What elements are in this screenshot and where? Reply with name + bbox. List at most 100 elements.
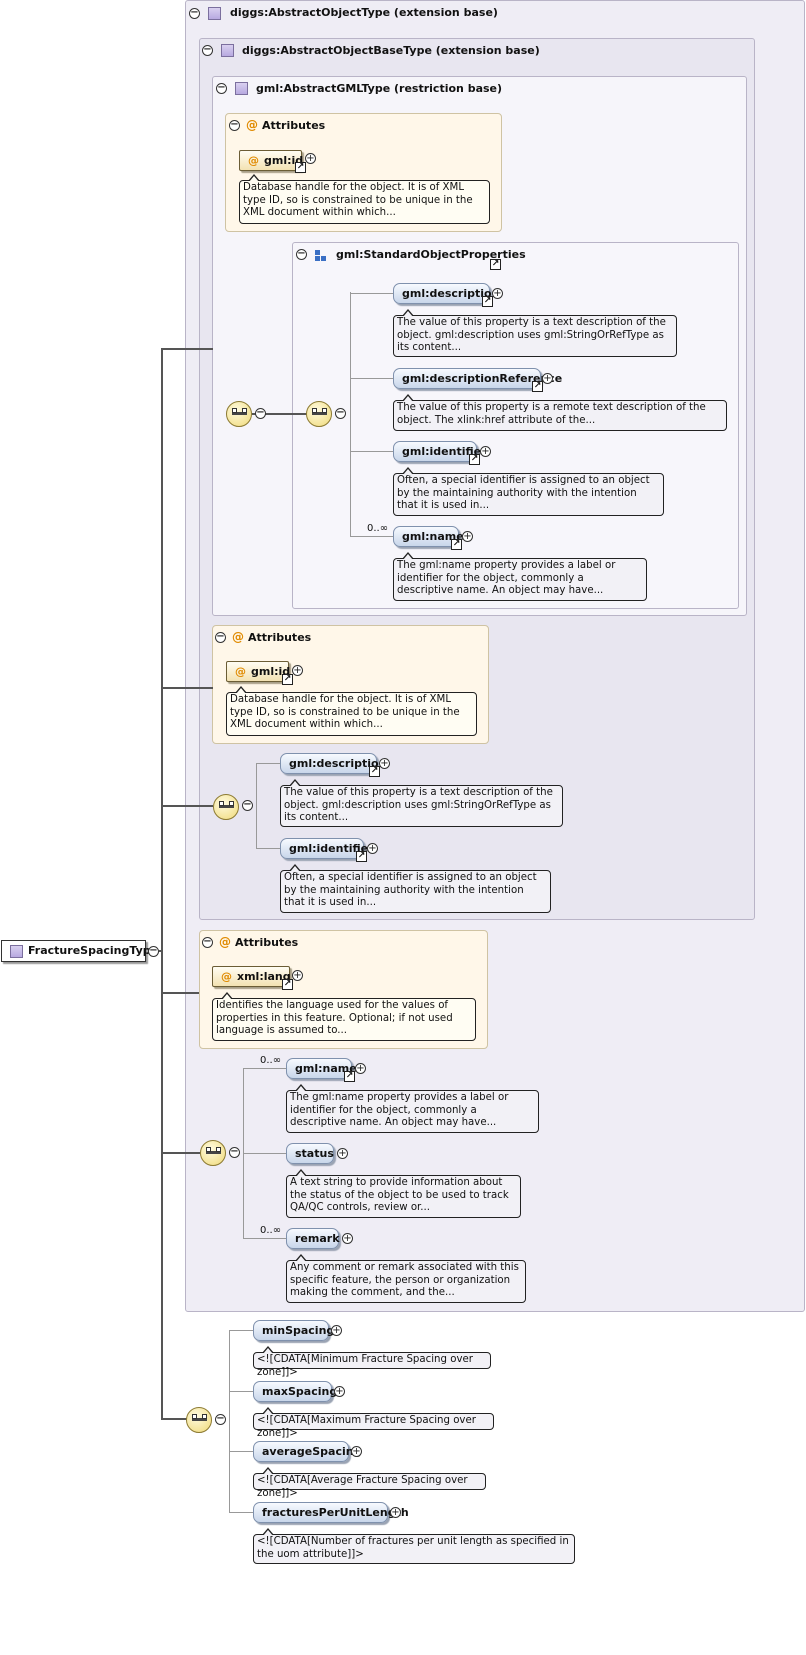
complex-type-icon (10, 945, 23, 958)
sequence-icon (306, 401, 332, 427)
reference-arrow-icon: ↗ (532, 381, 543, 392)
expand-icon[interactable]: + (342, 1233, 353, 1244)
reference-arrow-icon: ↗ (282, 674, 293, 685)
collapse-abstract-gml-icon[interactable]: − (216, 82, 227, 94)
reference-arrow-icon: ↗ (482, 296, 493, 307)
connector-line (350, 293, 393, 294)
collapse-abstract-object-base-icon[interactable]: − (202, 44, 213, 56)
expand-icon[interactable]: + (305, 153, 316, 164)
attribute-icon: @ (219, 935, 231, 949)
connector-line (229, 1330, 253, 1331)
connector-line (256, 763, 280, 764)
trunk-line (161, 805, 213, 807)
trunk-line (161, 1418, 187, 1420)
element-gml-identifier[interactable]: gml:identifier (280, 838, 374, 859)
abstract-object-base-type-label: diggs:AbstractObjectBaseType (extension … (242, 44, 540, 57)
expand-icon[interactable]: + (367, 843, 378, 854)
reference-arrow-icon: ↗ (282, 979, 293, 990)
attribute-icon: @ (246, 118, 258, 132)
root-complex-type[interactable]: FractureSpacingType (1, 940, 158, 962)
element-gml-description[interactable]: gml:description (280, 753, 386, 774)
trunk-line (161, 1152, 200, 1154)
element-fractures-per-unit-length[interactable]: fracturesPerUnitLength (253, 1502, 409, 1523)
trunk-line (161, 992, 199, 994)
element-gml-name[interactable]: gml:name (393, 526, 464, 547)
multiplicity-label: 0..∞ (260, 1225, 282, 1236)
complex-type-icon (235, 82, 248, 95)
reference-arrow-icon: ↗ (490, 259, 501, 270)
collapse-sequence-icon[interactable]: − (255, 407, 266, 419)
attribute-gml-id[interactable]: @gml:id (239, 150, 303, 171)
expand-icon[interactable]: + (337, 1148, 348, 1159)
attribute-gml-id[interactable]: @gml:id (226, 661, 290, 682)
expand-icon[interactable]: + (351, 1446, 362, 1457)
collapse-root-icon[interactable]: − (148, 945, 159, 957)
trunk-line (161, 687, 213, 689)
connector-line (350, 451, 393, 452)
element-description: Often, a special identifier is assigned … (280, 864, 551, 913)
element-gml-description[interactable]: gml:description (393, 283, 499, 304)
trunk-line (161, 348, 213, 350)
element-description: The gml:name property provides a label o… (393, 552, 647, 601)
connector-line (243, 1068, 286, 1069)
expand-icon[interactable]: + (462, 531, 473, 542)
element-description: The gml:name property provides a label o… (286, 1084, 539, 1133)
expand-icon[interactable]: + (542, 373, 553, 384)
element-description: <![CDATA[Minimum Fracture Spacing over z… (253, 1346, 491, 1378)
trunk-line (159, 950, 163, 952)
element-gml-identifier[interactable]: gml:identifier (393, 441, 487, 462)
collapse-attributes-icon[interactable]: − (202, 936, 213, 948)
attributes-label: Attributes (262, 119, 326, 132)
root-label: FractureSpacingType (28, 944, 159, 957)
expand-icon[interactable]: + (331, 1325, 342, 1336)
collapse-attributes-icon[interactable]: − (215, 631, 226, 643)
element-average-spacing[interactable]: averageSpacing (253, 1441, 361, 1462)
complex-type-icon (221, 44, 234, 57)
attribute-description: Identifies the language used for the val… (212, 992, 476, 1041)
expand-icon[interactable]: + (390, 1507, 401, 1518)
reference-arrow-icon: ↗ (295, 162, 306, 173)
element-gml-description-reference[interactable]: gml:descriptionReference (393, 368, 562, 389)
collapse-sequence-icon[interactable]: − (335, 407, 346, 419)
attribute-description: Database handle for the object. It is of… (226, 686, 477, 736)
expand-icon[interactable]: + (480, 446, 491, 457)
element-description: The value of this property is a text des… (393, 309, 677, 357)
reference-arrow-icon: ↗ (356, 851, 367, 862)
element-remark[interactable]: remark (286, 1228, 340, 1249)
expand-icon[interactable]: + (292, 665, 303, 676)
sequence-icon (186, 1407, 212, 1433)
element-description: The value of this property is a remote t… (393, 394, 727, 431)
element-max-spacing[interactable]: maxSpacing (253, 1381, 337, 1402)
collapse-sequence-icon[interactable]: − (229, 1146, 240, 1158)
element-status[interactable]: status (286, 1143, 334, 1164)
element-min-spacing[interactable]: minSpacing (253, 1320, 334, 1341)
expand-icon[interactable]: + (334, 1386, 345, 1397)
collapse-sequence-icon[interactable]: − (242, 799, 253, 811)
collapse-std-props-icon[interactable]: − (296, 248, 307, 260)
element-description: <![CDATA[Number of fractures per unit le… (253, 1528, 575, 1564)
element-description: Often, a special identifier is assigned … (393, 467, 664, 516)
reference-arrow-icon: ↗ (469, 454, 480, 465)
expand-icon[interactable]: + (355, 1063, 366, 1074)
attributes-label: Attributes (248, 631, 312, 644)
expand-icon[interactable]: + (492, 288, 503, 299)
collapse-attributes-icon[interactable]: − (229, 119, 240, 131)
expand-icon[interactable]: + (379, 758, 390, 769)
expand-icon[interactable]: + (292, 970, 303, 981)
reference-arrow-icon: ↗ (369, 766, 380, 777)
abstract-object-type-label: diggs:AbstractObjectType (extension base… (230, 6, 498, 19)
connector-line (256, 763, 257, 848)
sequence-icon (213, 794, 239, 820)
attribute-description: Database handle for the object. It is of… (239, 174, 490, 224)
attribute-xml-lang[interactable]: @xml:lang (212, 966, 291, 987)
connector-line (243, 1238, 286, 1239)
multiplicity-label: 0..∞ (260, 1055, 282, 1066)
reference-arrow-icon: ↗ (451, 539, 462, 550)
reference-arrow-icon: ↗ (344, 1071, 355, 1082)
collapse-abstract-object-icon[interactable]: − (189, 7, 200, 19)
element-description: <![CDATA[Maximum Fracture Spacing over z… (253, 1407, 494, 1439)
element-gml-name[interactable]: gml:name (286, 1058, 357, 1079)
connector-line (256, 848, 280, 849)
connector-line (229, 1330, 230, 1512)
collapse-sequence-icon[interactable]: − (215, 1413, 226, 1425)
